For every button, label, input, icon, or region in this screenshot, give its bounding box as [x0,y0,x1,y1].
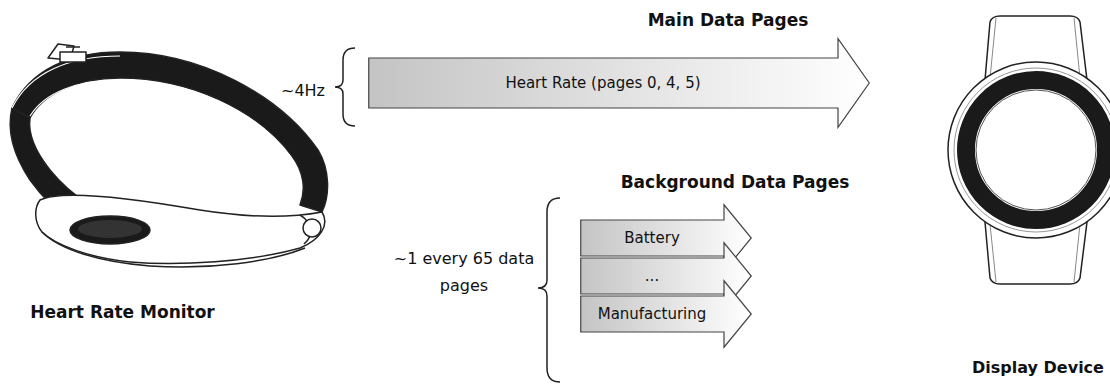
rate-label: ~1 every 65 data pages [389,245,539,299]
brace [335,48,355,126]
arrow-text: Heart Rate (pages 0, 4, 5) [505,74,700,92]
device-label: Display Device [968,352,1108,382]
watch-illustration [948,16,1110,284]
data-page-arrow: Heart Rate (pages 0, 4, 5) [368,38,870,128]
heart-rate-strap [10,44,327,267]
arrow-shape [369,39,870,128]
brace [538,198,560,382]
illustration-label: Display Device [972,358,1104,377]
device-label: Heart Rate Monitor [0,294,245,330]
rate-label: ~4Hz [281,77,325,104]
arrow-shape [581,281,752,348]
illustration-label: Heart Rate Monitor [30,302,215,322]
arrow-text: Manufacturing [598,305,707,323]
section-heading: Background Data Pages [621,168,850,197]
data-page-arrow: Manufacturing [580,280,752,348]
arrow-text: ... [645,267,659,285]
arrow-text: Battery [624,229,680,247]
section-heading: Main Data Pages [648,6,809,35]
